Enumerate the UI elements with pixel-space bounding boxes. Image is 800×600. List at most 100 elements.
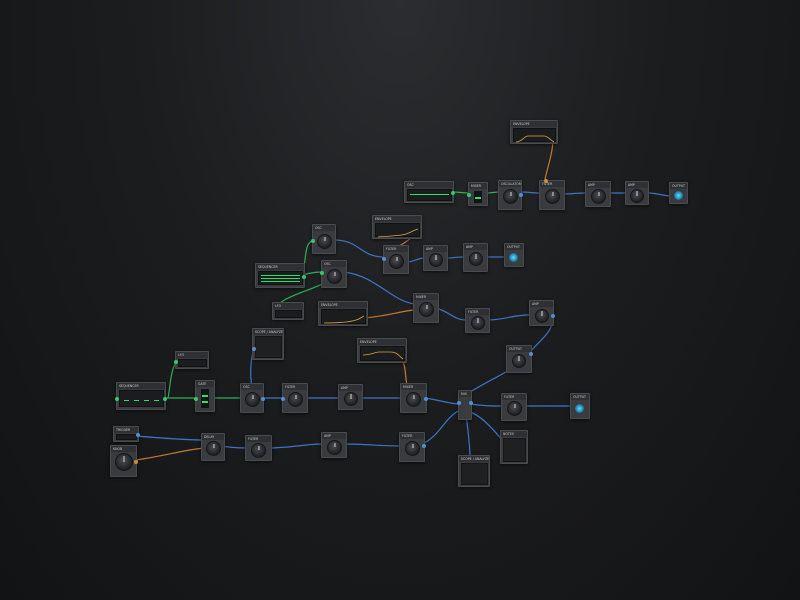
cutoff-knob[interactable]	[251, 443, 266, 458]
node-title: DELAY	[202, 434, 224, 440]
scope-node-bottom[interactable]: SCOPE / ANALYZER	[458, 455, 490, 487]
volume-knob[interactable]	[469, 252, 483, 266]
mix-knob[interactable]	[406, 392, 421, 407]
input-port[interactable]	[457, 401, 461, 405]
gain-knob[interactable]	[535, 309, 549, 323]
oscillator-node-a[interactable]: OSC	[311, 224, 336, 254]
speaker-icon	[509, 253, 518, 262]
oscillator-node[interactable]: OSC	[404, 181, 455, 203]
pitch-knob[interactable]	[317, 234, 332, 249]
pitch-knob[interactable]	[327, 269, 342, 284]
frequency-knob[interactable]	[503, 189, 518, 204]
node-title: TRIGGER	[114, 427, 138, 433]
output-port[interactable]	[136, 433, 140, 437]
mixer-node-low[interactable]: MIXER	[400, 383, 428, 413]
lfo-node[interactable]: LFO	[272, 302, 304, 320]
trigger-node[interactable]: TRIGGER	[113, 426, 140, 442]
time-knob[interactable]	[206, 441, 221, 456]
amp-node-mid-3[interactable]: AMP	[529, 300, 555, 326]
filter-node-right[interactable]: OUTPUT	[506, 345, 533, 373]
envelope-node[interactable]: ENVELOPE	[510, 120, 558, 144]
output-port[interactable]	[469, 401, 473, 405]
node-title: OSC	[313, 225, 335, 231]
oscillator-knob-node[interactable]: OSCILLATOR	[498, 180, 523, 210]
merge-node[interactable]: MIX	[457, 390, 473, 420]
input-port[interactable]	[467, 193, 471, 197]
output-port[interactable]	[519, 193, 523, 197]
output-node[interactable]: OUTPUT	[669, 182, 688, 204]
gate-node-low[interactable]: GATE	[194, 380, 215, 412]
input-port[interactable]	[382, 257, 386, 261]
envelope-node-mid[interactable]: ENVELOPE	[372, 215, 422, 239]
output-port[interactable]	[424, 397, 428, 401]
amp-node[interactable]: AMP	[585, 181, 611, 207]
output-node-mid[interactable]: OUTPUT	[504, 243, 524, 267]
filter-node-bottom-2[interactable]: FILTER	[399, 432, 426, 462]
output-port[interactable]	[551, 314, 555, 318]
filter-node-mid-2[interactable]: FILTER	[465, 308, 490, 333]
input-port[interactable]	[115, 397, 119, 401]
filter-node-right-low[interactable]: FILTER	[501, 393, 527, 421]
cutoff-knob[interactable]	[389, 254, 404, 269]
amp-node-mid-2[interactable]: AMP	[463, 243, 488, 272]
pitch-knob[interactable]	[245, 392, 260, 407]
mixer-node-mid[interactable]: MIXER	[413, 293, 439, 323]
oscillator-node-low[interactable]: OSC	[240, 383, 265, 413]
node-title: AMP	[464, 244, 487, 250]
envelope-curve	[362, 351, 404, 360]
cutoff-knob[interactable]	[545, 189, 560, 204]
cutoff-knob[interactable]	[288, 392, 303, 407]
gain-knob[interactable]	[591, 189, 606, 204]
amp-node-bottom[interactable]: AMP	[321, 432, 347, 458]
oscillator-node-b[interactable]: OSC	[320, 260, 347, 288]
input-port[interactable]	[252, 347, 256, 351]
node-title: OSCILLATOR	[499, 181, 521, 187]
input-port[interactable]	[281, 397, 285, 401]
resonance-knob[interactable]	[512, 354, 526, 368]
volume-knob[interactable]	[630, 189, 644, 203]
output-port[interactable]	[261, 397, 265, 401]
output-port[interactable]	[163, 397, 167, 401]
control-knob[interactable]	[115, 453, 133, 471]
amp-node-2[interactable]: AMP	[625, 181, 649, 205]
filter-node-bottom[interactable]: FILTER	[245, 435, 272, 461]
gain-knob[interactable]	[429, 253, 443, 267]
node-title: FILTER	[384, 246, 408, 252]
filter-node[interactable]: FILTER	[539, 179, 565, 210]
output-port[interactable]	[174, 360, 178, 364]
sequencer-node[interactable]: SEQUENCER	[255, 263, 306, 288]
input-port[interactable]	[194, 397, 198, 401]
output-node-right[interactable]: OUTPUT	[570, 393, 590, 419]
knob-node[interactable]: KNOB	[110, 445, 138, 477]
filter-node-low[interactable]: FILTER	[281, 383, 308, 413]
amp-node-low[interactable]: AMP	[338, 384, 363, 410]
gain-knob[interactable]	[327, 440, 342, 455]
output-port[interactable]	[302, 275, 306, 279]
node-title: ENVELOPE	[358, 339, 406, 345]
gate-node[interactable]: MIXER	[467, 182, 488, 206]
gain-knob[interactable]	[344, 392, 358, 406]
delay-node[interactable]: DELAY	[201, 433, 225, 461]
sequencer-node-low[interactable]: SEQUENCER	[115, 382, 167, 410]
lfo-node-low[interactable]: LFO	[174, 351, 209, 369]
mod-input-port[interactable]	[544, 179, 548, 183]
output-port[interactable]	[422, 444, 426, 448]
input-port[interactable]	[311, 239, 315, 243]
node-title: OSC	[405, 182, 453, 188]
mix-knob[interactable]	[419, 302, 434, 317]
node-title: FILTER	[246, 436, 271, 442]
filter-node-mid[interactable]: FILTER	[382, 245, 409, 274]
cutoff-knob[interactable]	[405, 441, 420, 456]
notes-node[interactable]: NOTES	[500, 430, 528, 464]
input-port[interactable]	[529, 352, 533, 356]
envelope-node-low[interactable]: ENVELOPE	[357, 338, 407, 363]
output-port[interactable]	[451, 191, 455, 195]
envelope-node-mid-2[interactable]: ENVELOPE	[318, 301, 368, 326]
output-port[interactable]	[134, 460, 138, 464]
cutoff-knob[interactable]	[471, 316, 485, 330]
scope-node[interactable]: SCOPE / ANALYZER	[252, 328, 284, 360]
cutoff-knob[interactable]	[507, 401, 522, 416]
input-port[interactable]	[320, 271, 324, 275]
amp-node-mid[interactable]: AMP	[423, 245, 448, 271]
